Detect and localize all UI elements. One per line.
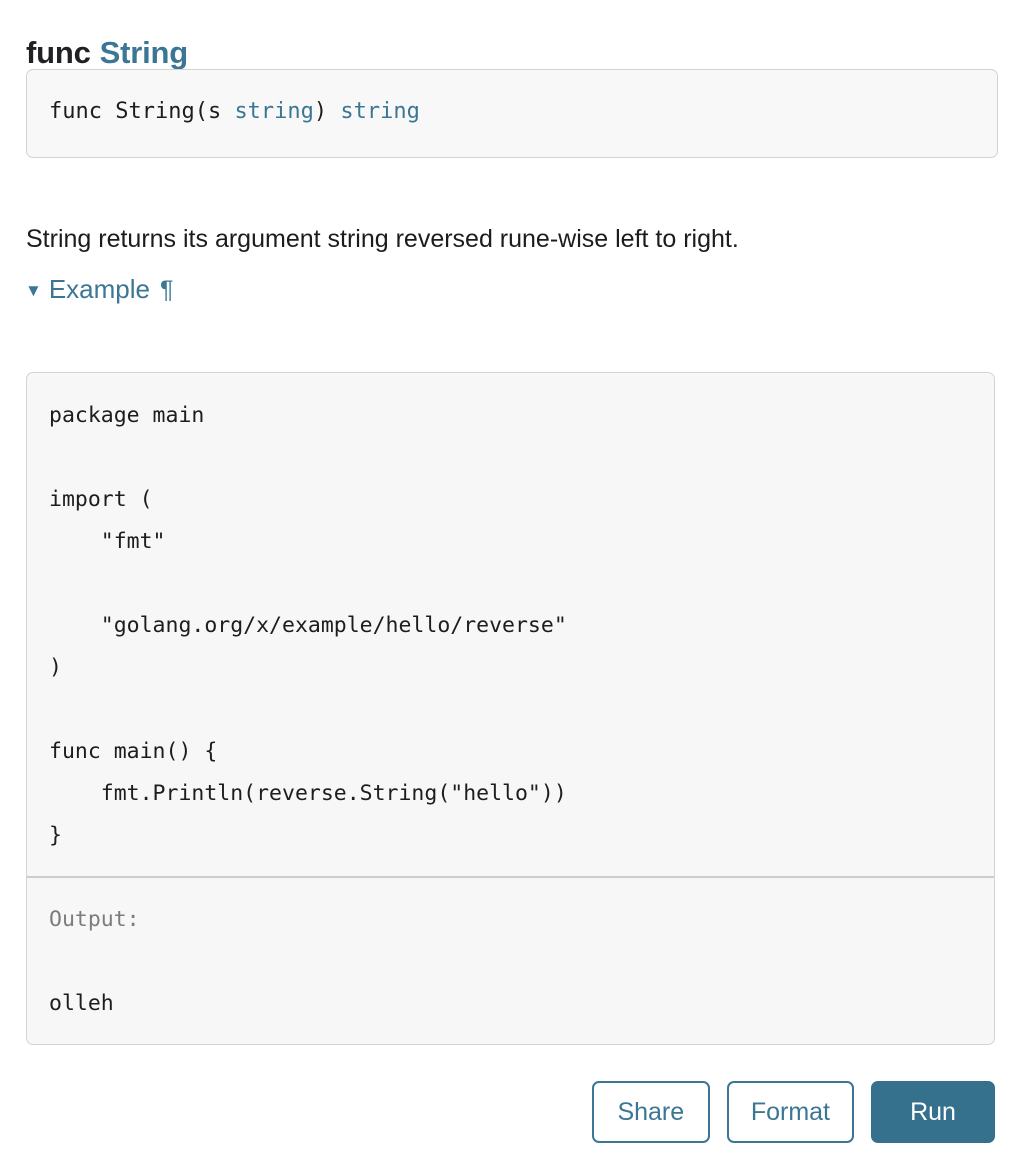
example-toggle-label: Example [48, 274, 150, 304]
pilcrow-anchor-icon[interactable]: ¶ [159, 276, 174, 304]
run-button[interactable]: Run [871, 1081, 995, 1143]
signature-middle: ) [313, 99, 341, 124]
signature-return-type-link[interactable]: string [340, 99, 420, 124]
playground-button-bar: Share Format Run [0, 1081, 995, 1143]
signature-param-type-link[interactable]: string [234, 99, 314, 124]
playground-output-area: Output: olleh [27, 878, 994, 1044]
playground-code[interactable]: package main import ( "fmt" "golang.org/… [49, 403, 567, 848]
signature-prefix: func String(s [49, 99, 235, 124]
playground-panel: package main import ( "fmt" "golang.org/… [26, 372, 995, 1045]
chevron-down-icon: ▼ [25, 281, 42, 300]
page-title-func-name: String [99, 34, 189, 70]
playground-code-area[interactable]: package main import ( "fmt" "golang.org/… [27, 373, 994, 876]
example-toggle[interactable]: ▼ Example ¶ [25, 272, 173, 310]
function-signature: func String(s string) string [49, 96, 420, 128]
playground-output-label: Output: [49, 907, 140, 932]
function-description: String returns its argument string rever… [26, 225, 739, 253]
playground-divider [27, 876, 994, 878]
playground-output-text: olleh [49, 991, 114, 1016]
format-button[interactable]: Format [726, 1081, 854, 1143]
function-signature-box: func String(s string) string [26, 69, 998, 158]
share-button[interactable]: Share [591, 1081, 710, 1143]
page-title-keyword: func [26, 34, 91, 70]
